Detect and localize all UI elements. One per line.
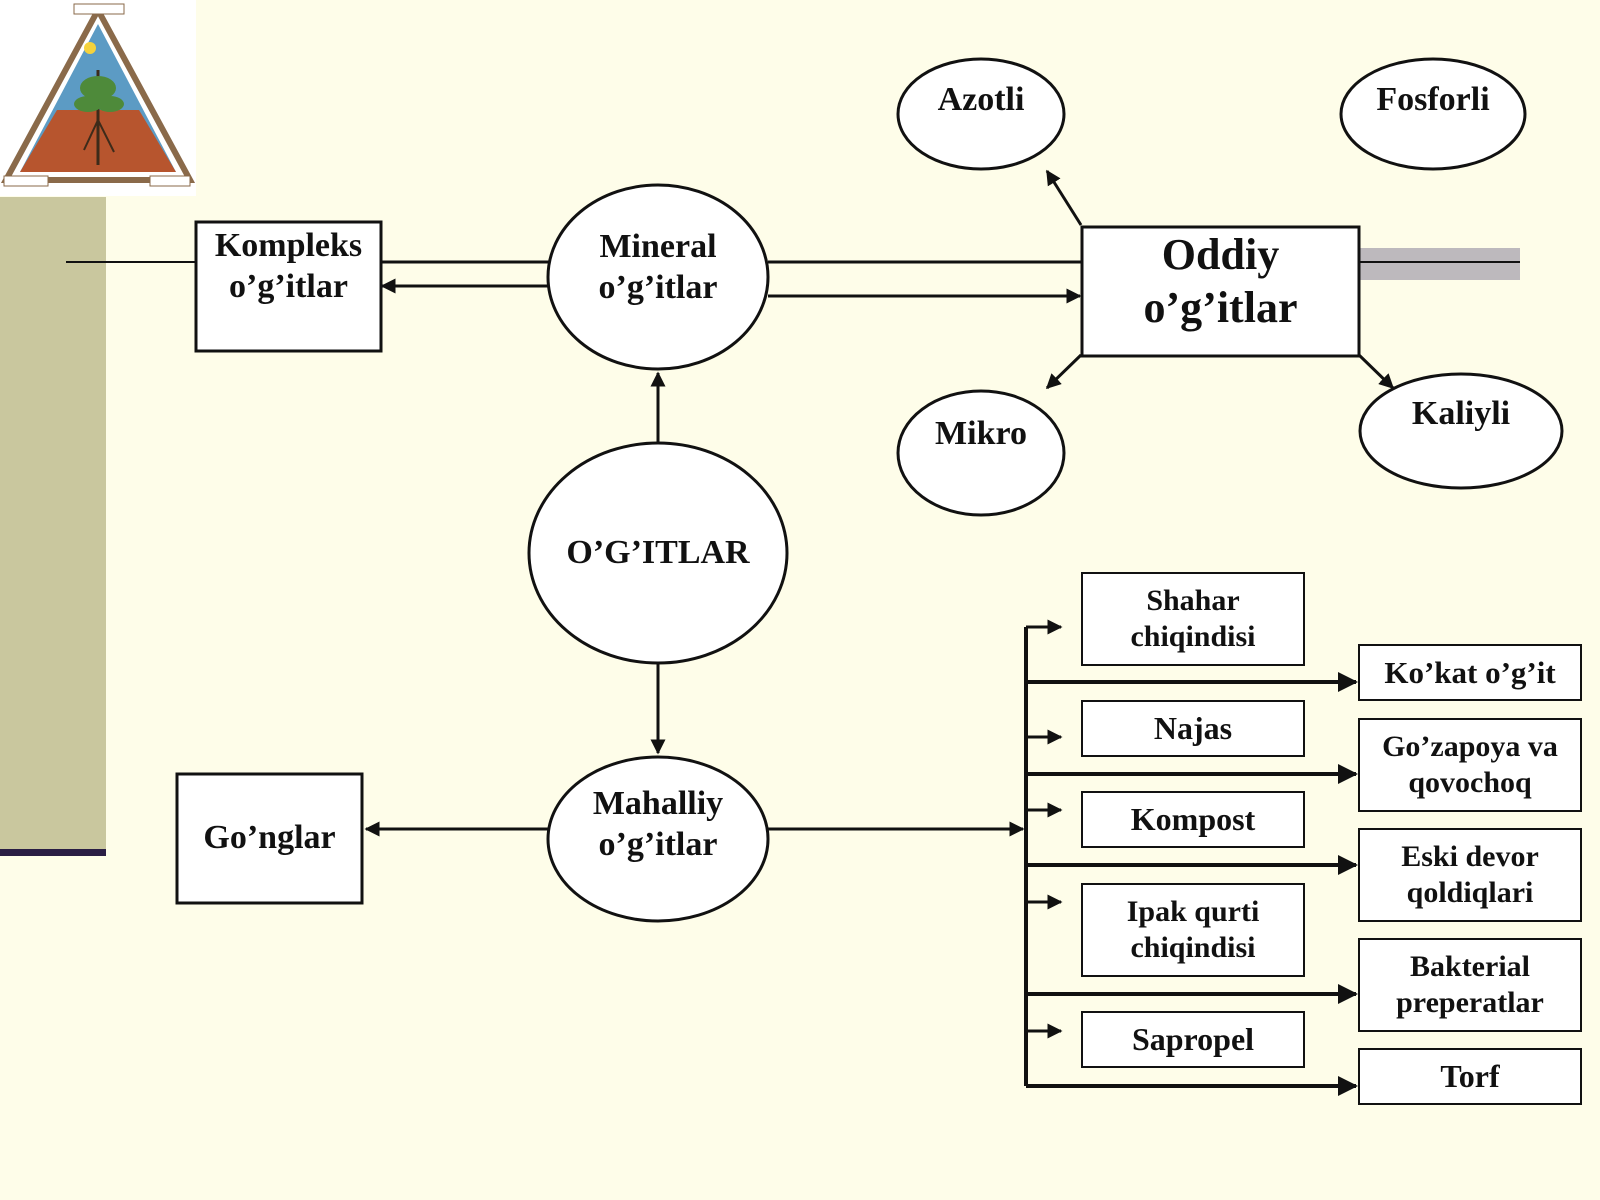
- node-azotli-shape: [896, 57, 1066, 171]
- local-item-ipak-label-1: Ipak qurti: [1126, 895, 1260, 928]
- local-item-kokat: Ko’kat o’g’it: [1359, 645, 1581, 700]
- node-mahalliy-label-1: Mahalliy: [592, 785, 724, 823]
- node-mikro: Mikro: [898, 404, 1064, 464]
- local-item-najas-label: Najas: [1153, 710, 1233, 747]
- arrow-to-mikro: [1045, 353, 1083, 390]
- node-kompost-shape: [1081, 791, 1305, 848]
- node-torf-shape: [1358, 1048, 1582, 1105]
- local-item-najas: Najas: [1082, 701, 1304, 756]
- node-fosforli-label: Fosforli: [1376, 80, 1490, 118]
- local-item-ipak: Ipak qurti chiqindisi: [1082, 884, 1304, 976]
- node-fosforli-shape: [1339, 57, 1527, 171]
- node-kompleks-shape: [194, 220, 383, 353]
- node-kompleks-label-1: Kompleks: [214, 227, 363, 265]
- node-ogitlar-label: O’G’ITLAR: [566, 533, 750, 571]
- node-gonglar-shape: [175, 772, 364, 905]
- local-item-bakterial: Bakterial preperatlar: [1359, 939, 1581, 1031]
- node-mikro-shape: [896, 389, 1066, 517]
- local-item-bakterial-label-2: preperatlar: [1396, 986, 1544, 1019]
- node-ogitlar-shape: [527, 441, 789, 665]
- node-mineral: Mineral o’g’itlar: [548, 176, 768, 360]
- node-mineral-shape: [546, 183, 770, 371]
- node-kaliyli-shape: [1358, 372, 1564, 490]
- local-item-shahar-label-2: chiqindisi: [1130, 620, 1256, 653]
- node-fosforli: Fosforli: [1341, 70, 1525, 130]
- local-item-ipak-label-2: chiqindisi: [1130, 931, 1256, 964]
- local-item-bakterial-label-1: Bakterial: [1410, 950, 1530, 983]
- node-mahalliy: Mahalliy o’g’itlar: [548, 743, 768, 907]
- node-ogitlar: O’G’ITLAR: [529, 443, 787, 663]
- node-kokat-shape: [1358, 644, 1582, 701]
- local-item-eski-devor-label-1: Eski devor: [1401, 840, 1539, 873]
- node-eski-devor-shape: [1358, 828, 1582, 922]
- node-gozapoya-shape: [1358, 718, 1582, 812]
- node-azotli-label: Azotli: [937, 80, 1025, 118]
- local-item-shahar: Shahar chiqindisi: [1082, 573, 1304, 665]
- local-item-kompost: Kompost: [1082, 792, 1304, 847]
- node-najas-shape: [1081, 700, 1305, 757]
- node-gonglar-label: Go’nglar: [203, 819, 336, 857]
- node-shahar-shape: [1081, 572, 1305, 666]
- node-kompleks: Kompleks o’g’itlar: [196, 222, 381, 312]
- node-kaliyli: Kaliyli: [1360, 384, 1562, 444]
- node-sapropel-shape: [1081, 1011, 1305, 1068]
- local-item-kompost-label: Kompost: [1130, 801, 1256, 838]
- node-gonglar: Go’nglar: [177, 774, 362, 903]
- sidebar-panel: [0, 197, 106, 856]
- local-item-gozapoya-label-2: qovochoq: [1408, 766, 1532, 799]
- local-item-eski-devor-label-2: qoldiqlari: [1406, 876, 1534, 909]
- node-mineral-label-1: Mineral: [599, 228, 717, 266]
- local-item-gozapoya-label-1: Go’zapoya va: [1382, 730, 1558, 763]
- arrow-to-azotli: [1045, 169, 1083, 226]
- local-item-sapropel: Sapropel: [1082, 1012, 1304, 1067]
- local-item-gozapoya: Go’zapoya va qovochoq: [1359, 719, 1581, 811]
- logo: [0, 0, 196, 196]
- node-bakterial-shape: [1358, 938, 1582, 1032]
- local-item-torf: Torf: [1359, 1049, 1581, 1104]
- local-item-kokat-label: Ko’kat o’g’it: [1384, 654, 1556, 690]
- triangle-tree-logo-icon: [0, 3, 196, 187]
- local-item-shahar-label-1: Shahar: [1146, 584, 1240, 617]
- node-kaliyli-label: Kaliyli: [1411, 394, 1511, 432]
- node-oddiy-shape: [1080, 225, 1361, 358]
- node-oddiy: Oddiy o’g’itlar: [1082, 227, 1359, 337]
- local-item-eski-devor: Eski devor qoldiqlari: [1359, 829, 1581, 921]
- node-mineral-label-2: o’g’itlar: [598, 269, 718, 306]
- node-mahalliy-shape: [546, 755, 770, 923]
- local-item-torf-label: Torf: [1440, 1058, 1500, 1095]
- node-oddiy-label-2: o’g’itlar: [1143, 283, 1298, 332]
- node-mahalliy-label-2: o’g’itlar: [598, 826, 718, 863]
- node-mikro-label: Mikro: [935, 414, 1027, 452]
- node-oddiy-label-1: Oddiy: [1161, 230, 1280, 280]
- node-kompleks-label-2: o’g’itlar: [229, 268, 348, 305]
- node-ipak-shape: [1081, 883, 1305, 977]
- title-rule-band: [1360, 248, 1520, 280]
- arrow-to-kaliyli: [1357, 353, 1395, 390]
- node-azotli: Azotli: [898, 70, 1064, 130]
- local-item-sapropel-label: Sapropel: [1131, 1021, 1255, 1058]
